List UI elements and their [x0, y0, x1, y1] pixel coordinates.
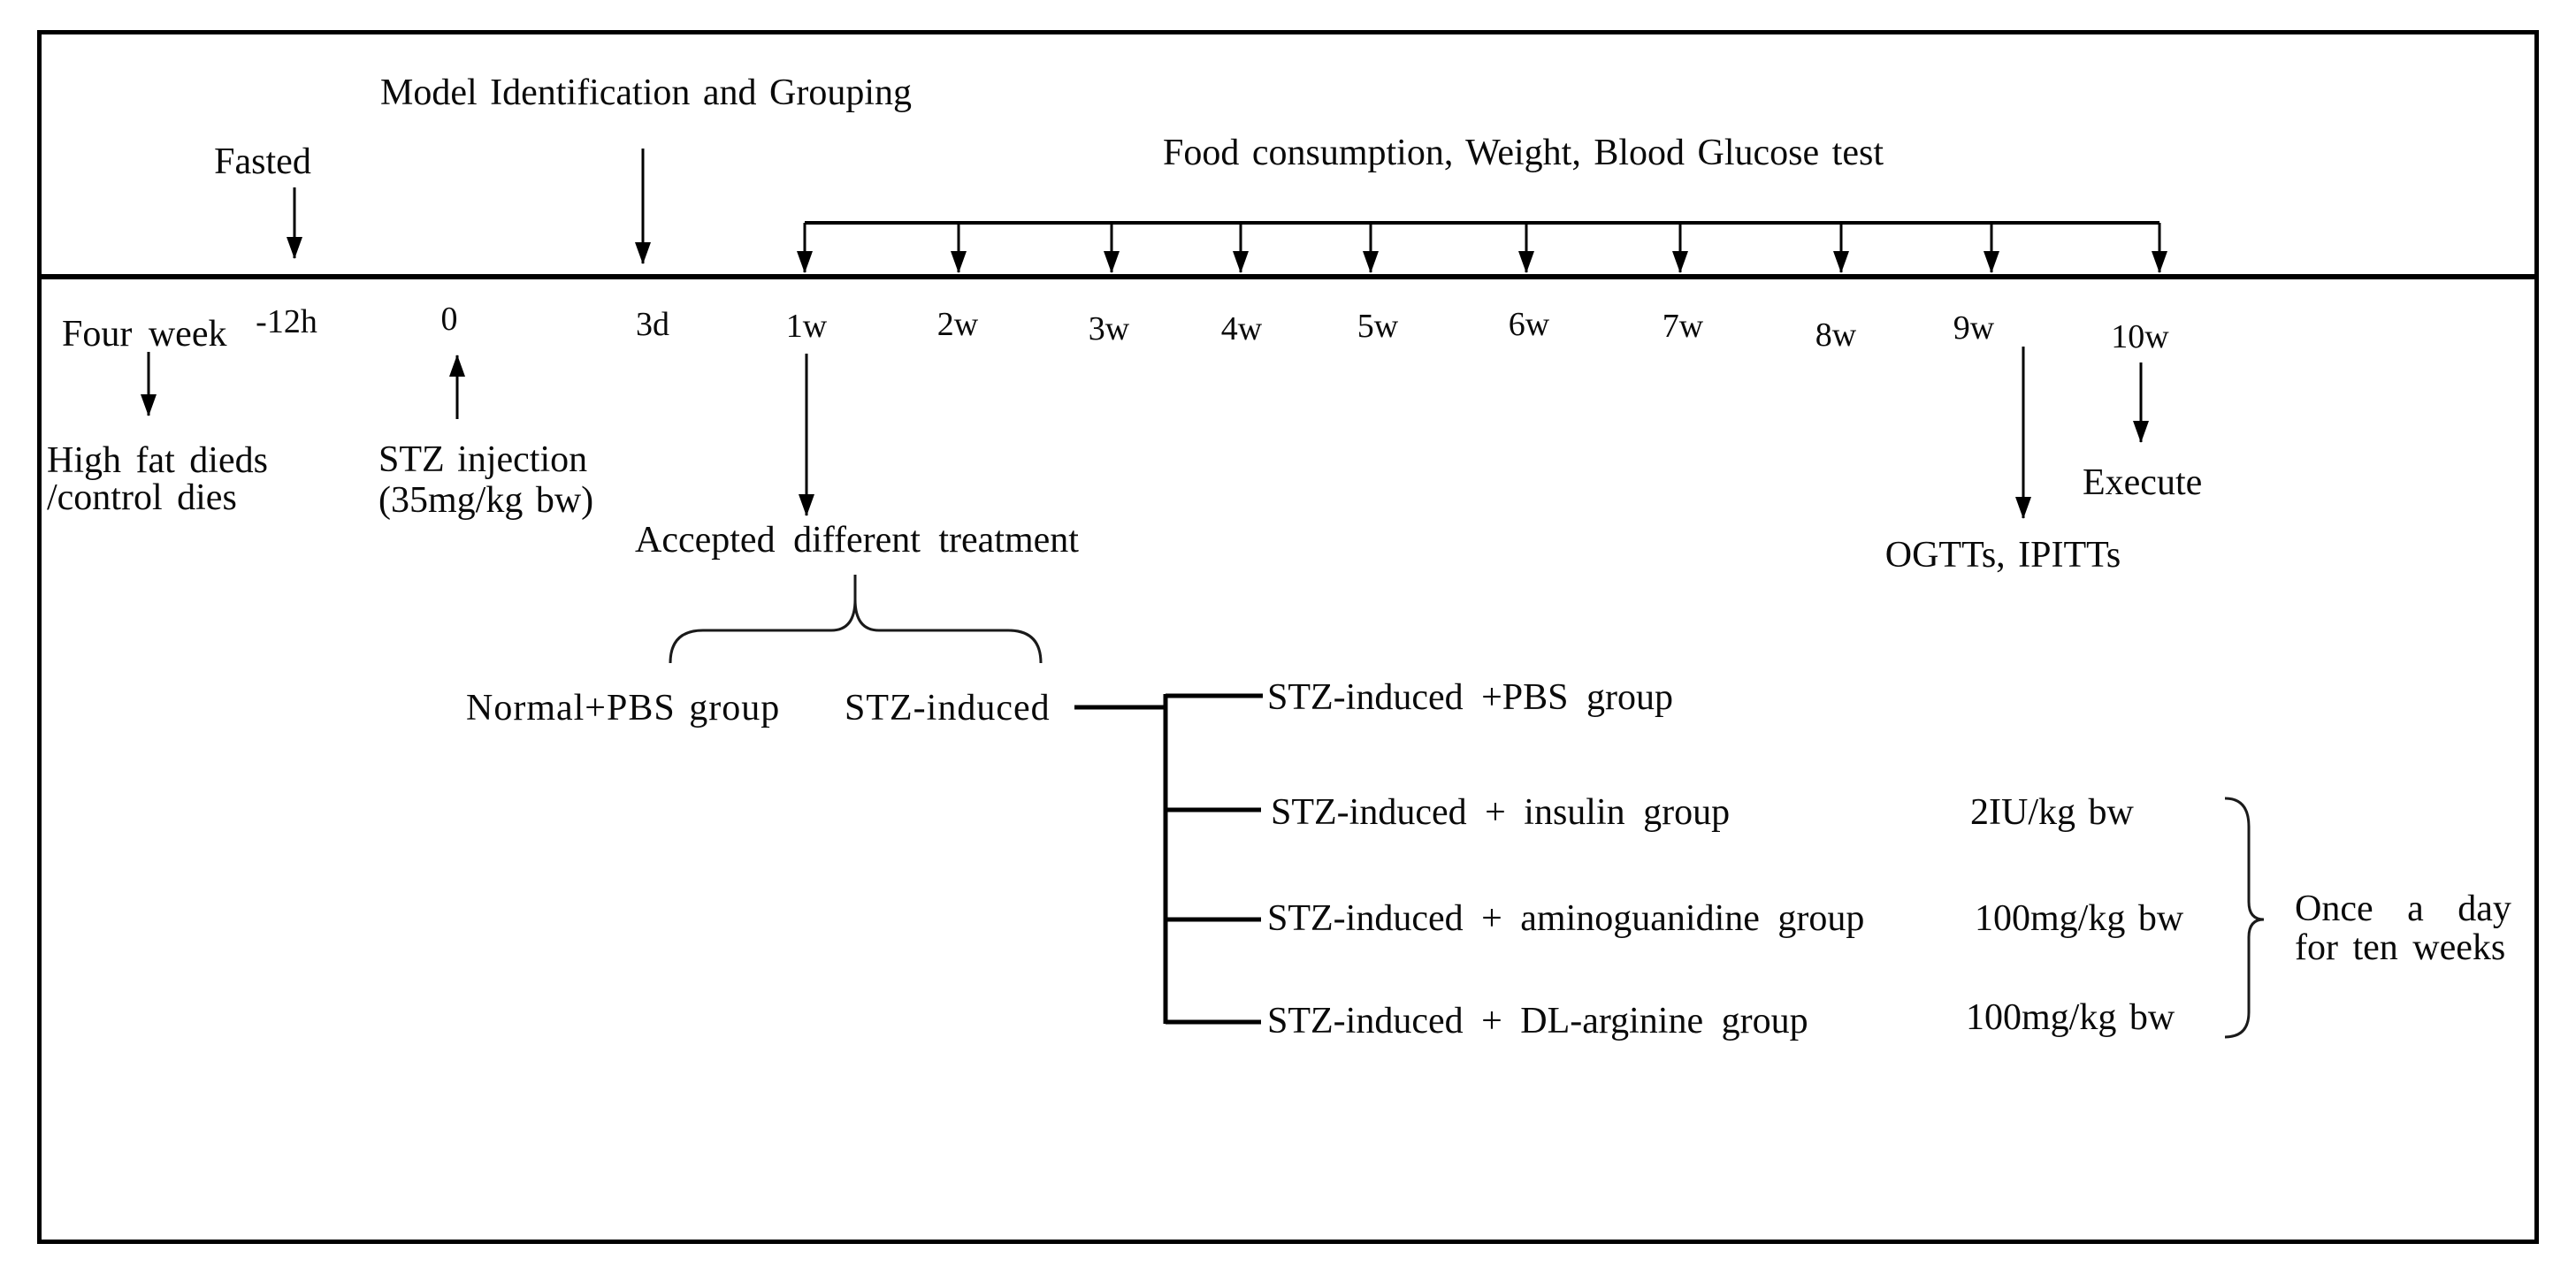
fasted-label: Fasted	[214, 141, 311, 182]
group-label-pbs: STZ-induced +PBS group	[1267, 677, 1674, 718]
tick-3w: 3w	[1088, 310, 1130, 347]
tick-8w: 8w	[1815, 317, 1857, 354]
tick-2w: 2w	[936, 306, 979, 343]
dose-insulin: 2IU/kg bw	[1970, 792, 2134, 833]
tick-6w: 6w	[1508, 306, 1550, 343]
stz-injection-line2: (35mg/kg bw)	[378, 480, 594, 521]
tick-5w: 5w	[1357, 308, 1399, 345]
normal-pbs-group-label: Normal+PBS group	[466, 688, 781, 729]
diet-label-line1: High fat dieds	[47, 440, 268, 481]
tick-4w: 4w	[1220, 310, 1263, 347]
dosing-brace	[2224, 797, 2265, 1039]
food-monitoring-label: Food consumption, Weight, Blood Glucose …	[1163, 133, 1884, 173]
tick-10w: 10w	[2111, 318, 2169, 355]
figure-border	[37, 30, 2539, 1244]
diet-label: High fat dieds /control dies	[47, 442, 268, 516]
group-label-aminoguanidine: STZ-induced + aminoguanidine group	[1267, 898, 1865, 939]
dosing-frequency-line2: for ten weeks	[2295, 927, 2506, 968]
stz-induced-label: STZ-induced	[845, 688, 1051, 729]
tick-3d: 3d	[636, 306, 669, 343]
group-split-brace	[669, 575, 1043, 664]
diet-label-line2: /control dies	[47, 477, 237, 518]
group-label-dl-arginine: STZ-induced + DL-arginine group	[1267, 1001, 1808, 1041]
dosing-frequency-label: Once a day for ten weeks	[2295, 889, 2511, 967]
stz-injection-label: STZ injection (35mg/kg bw)	[378, 439, 593, 521]
dosing-frequency-line1: Once a day	[2295, 889, 2511, 929]
four-week-label: Four week	[62, 314, 227, 355]
dose-dl-arginine: 100mg/kg bw	[1966, 997, 2175, 1038]
dose-aminoguanidine: 100mg/kg bw	[1975, 898, 2184, 939]
ogtt-ipitt-label: OGTTs, IPITTs	[1884, 535, 2121, 576]
model-grouping-label: Model Identification and Grouping	[380, 72, 913, 113]
execute-label: Execute	[2083, 462, 2203, 503]
tick-9w: 9w	[1953, 309, 1995, 347]
tick-1w: 1w	[785, 308, 828, 345]
tick-0: 0	[440, 301, 458, 338]
group-label-insulin: STZ-induced + insulin group	[1271, 792, 1731, 833]
accepted-treatment-label: Accepted different treatment	[635, 520, 1079, 561]
stz-injection-line1: STZ injection	[378, 439, 588, 480]
tick-minus12h: -12h	[256, 303, 317, 340]
tick-7w: 7w	[1662, 308, 1704, 345]
